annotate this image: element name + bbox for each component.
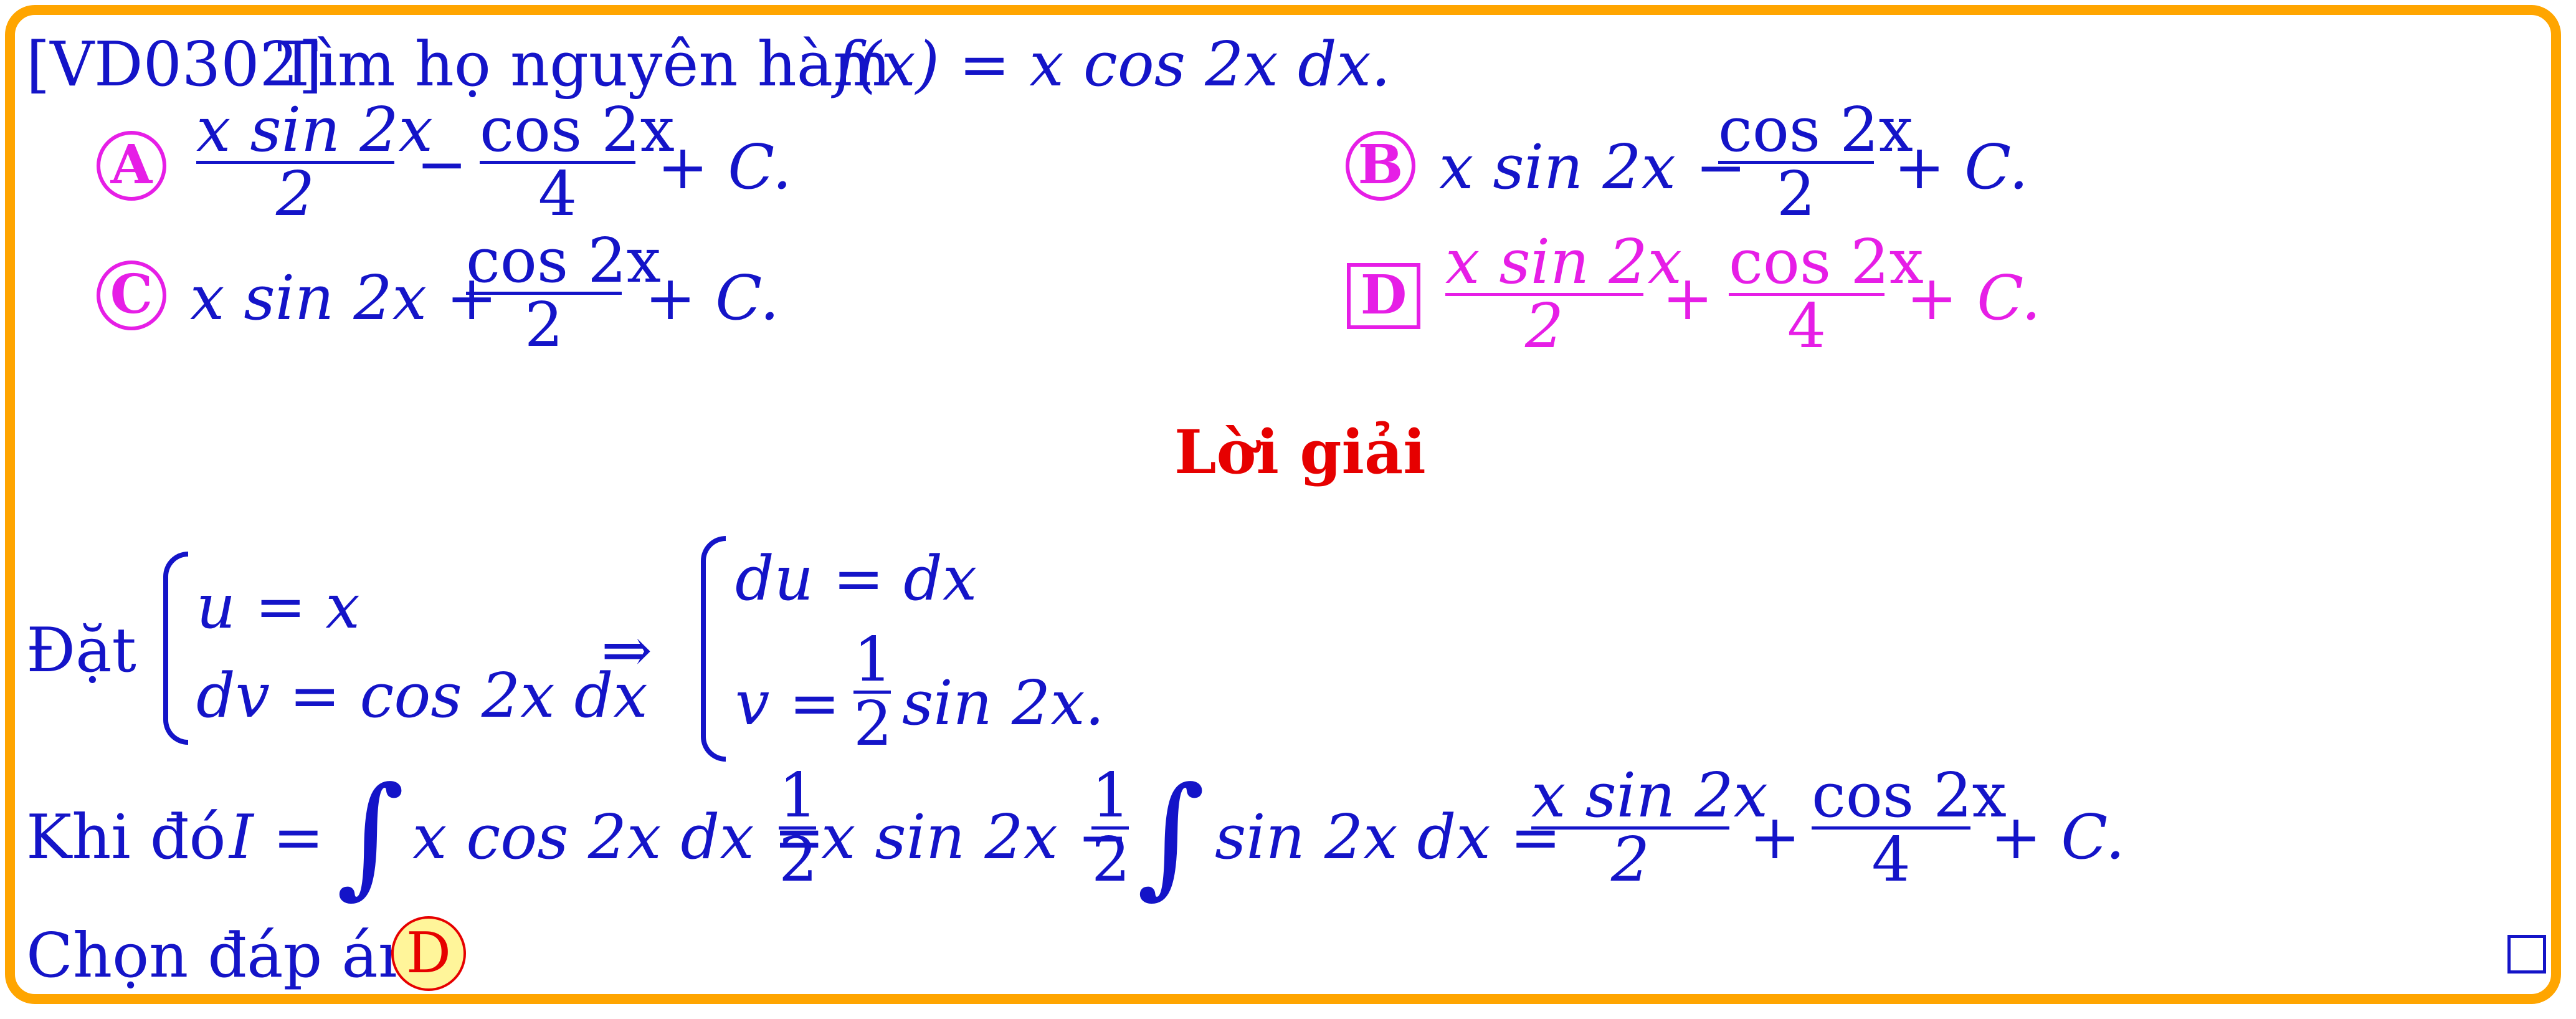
sys2-line1: du = dx [735,543,977,615]
option-d-op: + [1662,263,1714,334]
left-brace-2 [701,536,726,762]
option-b-tail: + C. [1894,132,2028,203]
option-c-tail: + C. [645,263,779,334]
integral-sign-1: ∫ [336,758,405,911]
eq-lhs: I = [229,802,324,873]
qed-square-icon [2507,935,2546,974]
chosen-answer-badge: D [391,916,466,991]
eq-part3: sin 2x dx = [1215,802,1561,873]
option-a-tail: + C. [657,132,792,203]
set-label: Đặt [26,615,136,686]
implies-arrow: ⇒ [601,615,653,686]
sys1-line2: dv = cos 2x dx [196,661,648,732]
question-text: Tìm họ nguyên hàm [277,29,891,100]
integral-sign-2: ∫ [1137,758,1205,911]
result-op: + [1749,802,1801,873]
option-c-marker[interactable]: C [97,261,166,330]
option-b-lead: x sin 2x − [1439,132,1747,203]
option-d-tail: + C. [1906,263,2041,334]
choose-label: Chọn đáp án [26,921,417,992]
option-b-marker[interactable]: B [1346,131,1415,201]
solution-heading: Lời giải [1174,417,1426,487]
option-a-op: − [416,129,468,200]
result-tail: + C. [1990,802,2125,873]
then-label: Khi đó [26,802,226,873]
option-c-lead: x sin 2x + [190,263,498,334]
eq-part2: x sin 2x − [821,802,1129,873]
sys2-line2-tail: sin 2x. [902,668,1105,739]
option-a-marker[interactable]: A [97,131,166,201]
left-brace-1 [163,552,188,745]
question-card [5,5,2561,1004]
sys2-line2-lead: v = [735,668,840,739]
eq-part1: x cos 2x dx = [412,802,825,873]
question-id: [VD0302] [26,29,323,100]
question-formula: f(x) = x cos 2x dx. [835,29,1391,100]
sys1-line1: u = x [196,572,360,643]
option-d-marker[interactable]: D [1347,263,1420,329]
